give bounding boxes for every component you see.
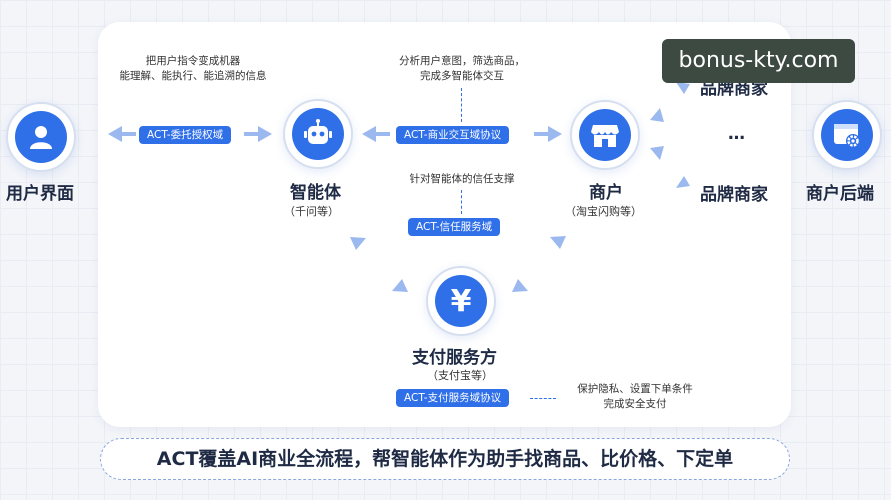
summary-banner: ACT覆盖AI商业全流程，帮智能体作为助手找商品、比价格、下定单: [100, 438, 790, 480]
shop-icon: [579, 109, 631, 161]
user-agent-note: 把用户指令变成机器 能理解、能执行、能追溯的信息: [102, 54, 284, 84]
agent-merchant-note-line-2: 完成多智能体交互: [420, 70, 504, 82]
delegation-domain-tag: ACT-委托授权域: [139, 126, 232, 144]
arrow-merchant-payment: [512, 236, 566, 292]
agent-node: [283, 99, 353, 169]
user-agent-note-line-1: 把用户指令变成机器: [145, 55, 241, 67]
user-interface-label: 用户界面: [6, 184, 74, 204]
commerce-protocol-tag: ACT-商业交互域协议: [396, 126, 510, 144]
payment-sublabel: （支付宝等）: [427, 369, 493, 382]
agent-merchant-note: 分析用户意图，筛选商品， 完成多智能体交互: [378, 54, 546, 84]
merchant-label: 商户: [589, 183, 623, 203]
payment-node: ¥: [426, 266, 496, 336]
agent-merchant-note-line-1: 分析用户意图，筛选商品，: [399, 55, 525, 67]
yuan-icon: ¥: [435, 275, 487, 327]
brand-merchant-ellipsis: …: [728, 124, 745, 144]
trust-note-line-1: 针对智能体的信任支撑: [409, 173, 515, 185]
arrow-merchant-brands: [650, 82, 690, 188]
browser-gear-icon: [821, 109, 873, 161]
arrow-agent-merchant: [362, 126, 562, 142]
payment-dashed-line: [530, 398, 556, 399]
agent-label: 智能体: [290, 183, 341, 203]
brand-merchant-bottom: 品牌商家: [700, 185, 768, 205]
trust-note: 针对智能体的信任支撑: [380, 172, 544, 187]
payment-note-line-1: 保护隐私、设置下单条件: [577, 383, 693, 395]
merchant-sublabel: （淘宝闪购等）: [565, 205, 642, 218]
arrow-agent-payment: [350, 237, 408, 292]
payment-note: 保护隐私、设置下单条件 完成安全支付: [562, 382, 708, 412]
user-agent-note-line-2: 能理解、能执行、能追溯的信息: [119, 70, 267, 82]
user-interface-node: [6, 102, 76, 172]
payment-note-line-2: 完成安全支付: [603, 398, 667, 410]
merchant-backend-node: [812, 100, 882, 170]
payment-protocol-tag: ACT-支付服务域协议: [396, 389, 510, 407]
robot-icon: [292, 108, 344, 160]
merchant-node: [570, 100, 640, 170]
agent-merchant-dashed-line: [461, 88, 462, 122]
agent-sublabel: （千问等）: [284, 205, 339, 218]
trust-service-tag: ACT-信任服务域: [408, 218, 501, 236]
merchant-backend-label: 商户后端: [806, 184, 874, 204]
trust-dashed-line: [461, 190, 462, 214]
payment-label: 支付服务方: [412, 348, 497, 368]
arrow-user-agent: [108, 126, 272, 142]
brand-merchant-top: 品牌商家: [700, 79, 768, 99]
user-icon: [15, 111, 67, 163]
watermark-badge: bonus-kty.com: [662, 39, 855, 83]
